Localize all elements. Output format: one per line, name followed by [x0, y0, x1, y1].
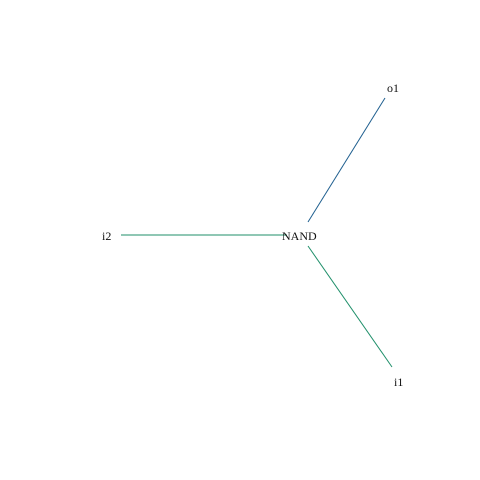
edge-nand-o1 — [307, 97, 386, 223]
node-nand-label: NAND — [282, 229, 317, 243]
node-o1-label: o1 — [387, 81, 399, 95]
node-i1-label: i1 — [394, 375, 403, 389]
edge-nand-i1 — [307, 245, 393, 368]
node-i2-label: i2 — [102, 229, 111, 243]
